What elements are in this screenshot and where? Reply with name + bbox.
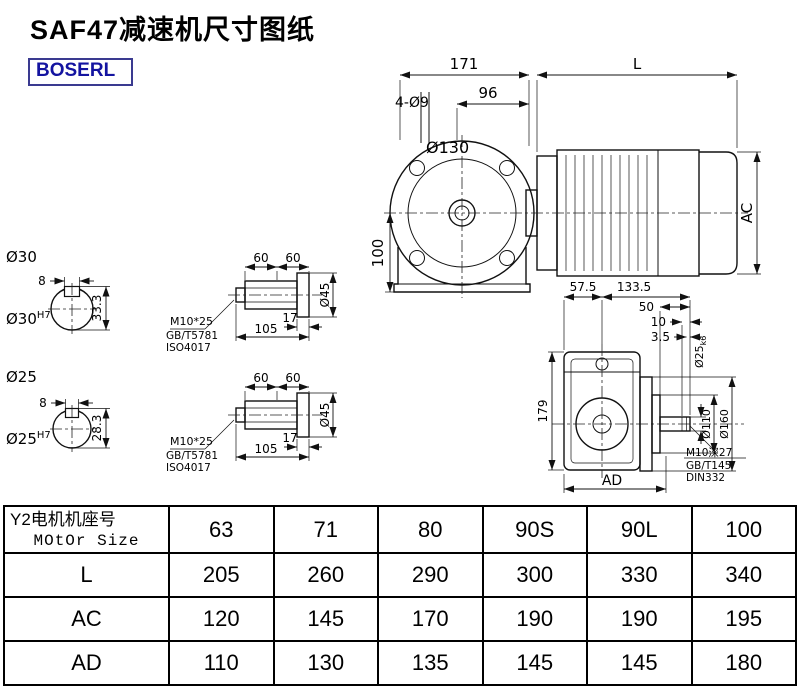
bolt-holes-label: 4-Ø9 [395, 95, 429, 111]
table-cell: 290 [377, 552, 484, 598]
table-cell: 130 [272, 640, 379, 686]
table-cell: 80 [377, 505, 484, 554]
motor-size-label-en: MOtOr Size [33, 531, 140, 550]
table-cell: 135 [377, 640, 484, 686]
table-cell: 90L [586, 505, 693, 554]
table-cell: 145 [272, 596, 379, 642]
row-label: AC [3, 596, 170, 642]
table-row-ad: AD 110 130 135 145 145 180 [3, 640, 797, 686]
shaft-b-60a-label: 60 [253, 371, 268, 385]
shaft-a-note-std1: GB/T5781 [166, 330, 218, 342]
shaft-b-note-std2: ISO4017 [166, 462, 211, 474]
table-cell: 145 [586, 640, 693, 686]
shaft-b-105-label: 105 [255, 442, 278, 456]
table-cell: 145 [481, 640, 588, 686]
shaft-b-note-bolt: M10*25 [170, 435, 213, 448]
shaft-fit-label: Ø25k6 [693, 336, 708, 368]
table-cell: 190 [586, 596, 693, 642]
table-cell: 90S [481, 505, 588, 554]
shaft-b-dia-label: Ø45 [318, 403, 332, 428]
side-view: 57.5 133.5 50 10 3.5 Ø25k6 179 [536, 280, 746, 493]
table-cell: 195 [690, 596, 797, 642]
dia-110-label: Ø110 [700, 409, 713, 439]
table-cell: 120 [168, 596, 275, 642]
brand-logo: BOSERL [28, 58, 134, 86]
section-30-keywidth-label: 8 [38, 274, 46, 288]
dim-50-label: 50 [639, 300, 654, 314]
table-cell: 180 [690, 640, 797, 686]
table-cell: 170 [377, 596, 484, 642]
table-row-l: L 205 260 290 300 330 340 [3, 552, 797, 598]
dia-160-label: Ø160 [718, 409, 731, 439]
section-25-dia-label: Ø25 [6, 368, 37, 386]
dim-100-label: 100 [369, 239, 387, 268]
shaft-a-105-label: 105 [255, 322, 278, 336]
section-25-keywidth-label: 8 [39, 396, 47, 410]
table-cell: 71 [272, 505, 379, 554]
tapped-hole-std2: DIN332 [686, 472, 725, 484]
technical-drawing: 171 L 96 4-Ø9 Ø130 100 AC Ø30 8 33.3 Ø30… [6, 55, 761, 493]
table-cell: 330 [586, 552, 693, 598]
table-cell: 100 [690, 505, 797, 554]
table-row-ac: AC 120 145 170 190 190 195 [3, 596, 797, 642]
page-title: SAF47减速机尺寸图纸 [30, 15, 316, 45]
shaft-a-dia-label: Ø45 [318, 283, 332, 308]
shaft-a-60a-label: 60 [253, 251, 268, 265]
dim-96-label: 96 [478, 84, 497, 102]
section-30-keyheight-label: 33.3 [90, 295, 104, 322]
shaft-b-17-label: 17 [282, 431, 297, 445]
dim-133-5-label: 133.5 [617, 280, 651, 294]
brand-text: BOSERL [36, 60, 116, 81]
table-cell: 340 [690, 552, 797, 598]
shaft-a-17-label: 17 [282, 311, 297, 325]
dim-179-label: 179 [536, 400, 550, 423]
row-label: L [3, 552, 170, 598]
dim-57-5-label: 57.5 [570, 280, 597, 294]
tapped-hole-note: M10深27 [686, 447, 732, 459]
section-25-bore-label: Ø25H7 [6, 430, 51, 448]
table-row-header: Y2电机机座号 MOtOr Size 63 71 80 90S 90L 100 [3, 505, 797, 554]
section-30-dia-label: Ø30 [6, 248, 37, 266]
front-view: 171 L 96 4-Ø9 Ø130 100 AC [369, 55, 761, 298]
motor-size-header: Y2电机机座号 MOtOr Size [3, 505, 170, 554]
dim-3-5-label: 3.5 [651, 330, 670, 344]
shaft-section-o25: Ø25 8 28.3 Ø25H7 [6, 368, 110, 452]
shaft-b-note-std1: GB/T5781 [166, 450, 218, 462]
dim-l-label: L [633, 55, 642, 73]
flange-dia-label: Ø130 [426, 138, 469, 157]
table-cell: 260 [272, 552, 379, 598]
shaft-b-60b-label: 60 [285, 371, 300, 385]
motor-size-label-cn: Y2电机机座号 [10, 509, 116, 529]
section-30-bore-label: Ø30H7 [6, 310, 51, 328]
table-cell: 63 [168, 505, 275, 554]
dim-171-label: 171 [450, 55, 479, 73]
output-shaft-detail-1: 60 60 17 105 Ø45 M10*25 [166, 251, 337, 354]
dimension-table: Y2电机机座号 MOtOr Size 63 71 80 90S 90L 100 … [3, 505, 797, 686]
table-cell: 190 [481, 596, 588, 642]
tapped-hole-std1: GB/T145 [686, 460, 731, 472]
dim-ac-label: AC [738, 203, 756, 223]
table-cell: 110 [168, 640, 275, 686]
table-cell: 205 [168, 552, 275, 598]
dim-10-label: 10 [651, 315, 666, 329]
row-label: AD [3, 640, 170, 686]
shaft-a-note-bolt: M10*25 [170, 315, 213, 328]
table-cell: 300 [481, 552, 588, 598]
output-shaft-detail-2: 60 60 17 105 Ø45 M10*25 [166, 371, 337, 474]
section-25-keyheight-label: 28.3 [90, 415, 104, 442]
shaft-a-note-std2: ISO4017 [166, 342, 211, 354]
shaft-section-o30: Ø30 8 33.3 Ø30H7 [6, 248, 110, 334]
shaft-a-60b-label: 60 [285, 251, 300, 265]
dim-ad-label: AD [602, 473, 622, 489]
